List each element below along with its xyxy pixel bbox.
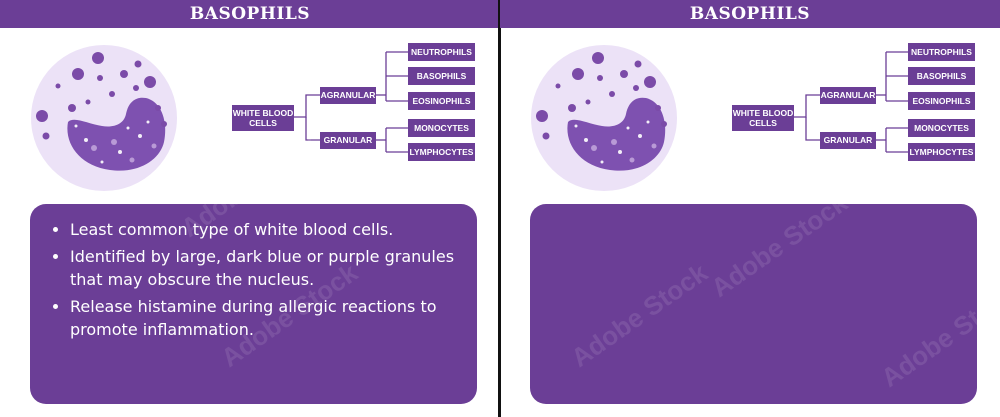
classification-connectors	[793, 51, 908, 153]
facts-list: Least common type of white blood cells. …	[30, 204, 477, 342]
root-node-white-blood-cells: WHITE BLOOD CELLS	[732, 105, 794, 131]
node-granular: GRANULAR	[320, 132, 376, 149]
leaf-basophils: BASOPHILS	[408, 67, 475, 85]
node-agranular: AGRANULAR	[320, 87, 376, 104]
basophil-cell-illustration	[31, 45, 177, 191]
fact-item: Identified by large, dark blue or purple…	[70, 245, 467, 292]
leaf-eosinophils: EOSINOPHILS	[908, 92, 975, 110]
fact-item: Release histamine during allergic reacti…	[70, 295, 467, 342]
panel-divider	[498, 0, 501, 417]
panel-title: BASOPHILS	[689, 4, 811, 24]
leaf-lymphocytes: LYMPHOCYTES	[408, 143, 475, 161]
root-node-white-blood-cells: WHITE BLOOD CELLS	[232, 105, 294, 131]
node-agranular: AGRANULAR	[820, 87, 876, 104]
leaf-neutrophils: NEUTROPHILS	[408, 43, 475, 61]
node-granular: GRANULAR	[820, 132, 876, 149]
right-panel: BASOPHILS WHITE BLOOD CELLS	[500, 0, 1000, 417]
fact-item: Least common type of white blood cells.	[70, 218, 467, 242]
classification-connectors	[293, 51, 408, 153]
leaf-lymphocytes: LYMPHOCYTES	[908, 143, 975, 161]
leaf-monocytes: MONOCYTES	[908, 119, 975, 137]
left-panel: BASOPHILS WHITE BLOOD CELLS	[0, 0, 500, 417]
empty-facts-box	[530, 204, 977, 404]
leaf-eosinophils: EOSINOPHILS	[408, 92, 475, 110]
basophil-cell-illustration	[531, 45, 677, 191]
title-bar	[500, 0, 1000, 28]
facts-box: Least common type of white blood cells. …	[30, 204, 477, 404]
panel-title: BASOPHILS	[189, 4, 311, 24]
leaf-basophils: BASOPHILS	[908, 67, 975, 85]
leaf-monocytes: MONOCYTES	[408, 119, 475, 137]
leaf-neutrophils: NEUTROPHILS	[908, 43, 975, 61]
title-bar	[0, 0, 500, 28]
